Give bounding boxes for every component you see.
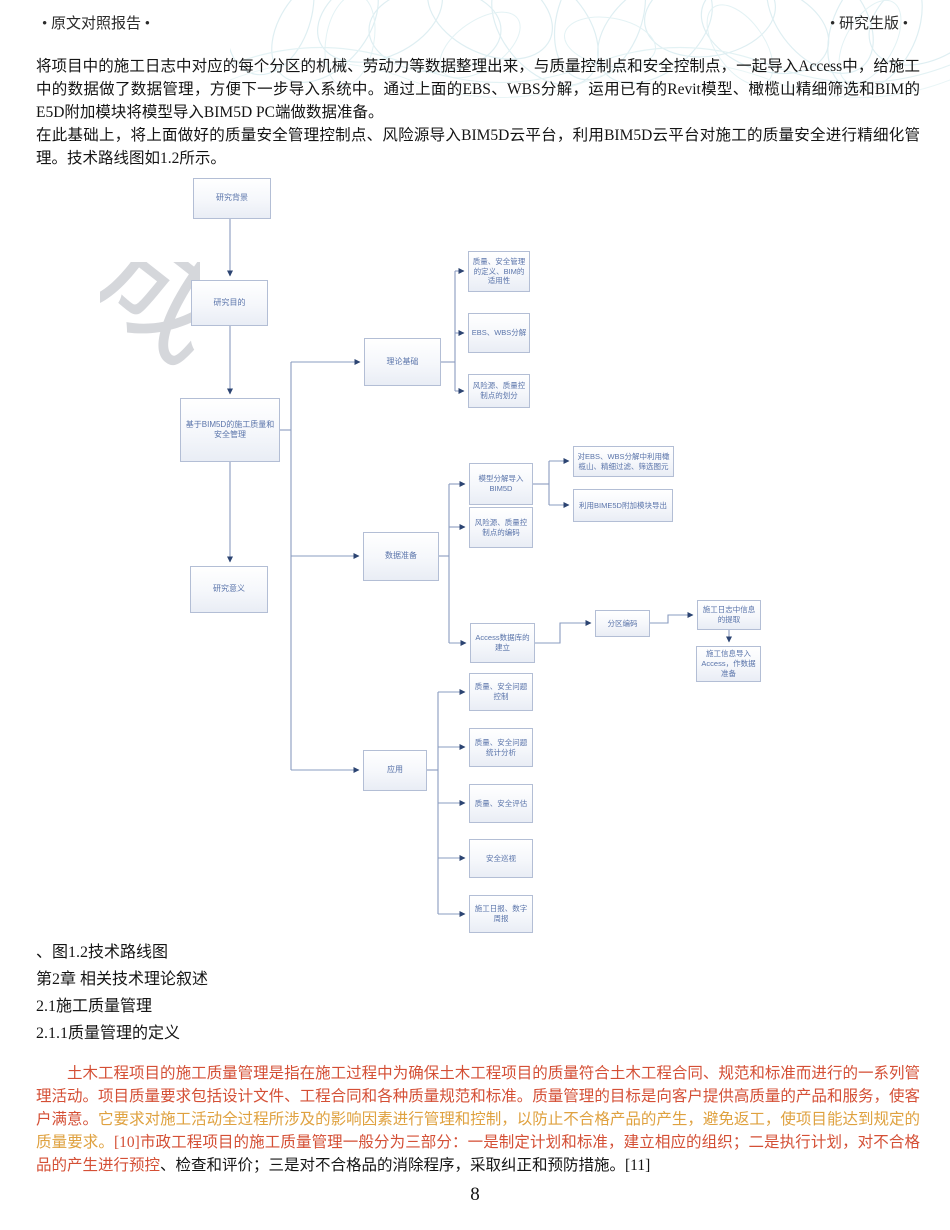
flow-node-bim5d-quality-safety: 基于BIM5D的施工质量和安全管理 bbox=[180, 398, 280, 462]
flow-node-quality-safety-control: 质量、安全问题控制 bbox=[469, 673, 533, 711]
flow-node-risk-control-coding: 风险源、质量控制点的编码 bbox=[469, 507, 533, 548]
flow-node-quality-safety-definition: 质量、安全管理的定义、BIM的适用性 bbox=[468, 251, 530, 292]
section-heading: 2.1施工质量管理 bbox=[36, 998, 153, 1015]
paragraph-2: 在此基础上，将上面做好的质量安全管理控制点、风险源导入BIM5D云平台，利用BI… bbox=[36, 127, 920, 167]
similarity-orange-text: 它要求对施工活动全过程所涉及的影响因素进行管理和控制，以防止不合格产品的产生，避… bbox=[36, 1110, 920, 1151]
flow-node-construction-log-info: 施工日志中信息的提取 bbox=[697, 600, 761, 630]
flow-node-partition-coding: 分区编码 bbox=[595, 610, 650, 637]
captions-block: 、图1.2技术路线图 第2章 相关技术理论叙述 2.1施工质量管理 2.1.1质… bbox=[36, 939, 208, 1047]
flow-node-quality-safety-evaluation: 质量、安全评估 bbox=[469, 784, 533, 823]
header-right-label: • 研究生版 • bbox=[829, 16, 908, 32]
figure-caption: 、图1.2技术路线图 bbox=[36, 944, 169, 961]
chapter-heading: 第2章 相关技术理论叙述 bbox=[36, 971, 209, 988]
flow-node-application: 应用 bbox=[363, 750, 427, 791]
flow-node-data-preparation: 数据准备 bbox=[363, 532, 439, 581]
flow-node-access-database: Access数据库的建立 bbox=[470, 623, 535, 663]
flow-node-daily-weekly-report: 施工日报、数字周报 bbox=[469, 895, 533, 933]
similarity-red-text-1: 土木工程项目的施工质量管理是指在施工过程中为确保土木工程项目的质量符合土木工程合… bbox=[36, 1064, 920, 1128]
page-header: • 原文对照报告 • • 研究生版 • bbox=[42, 12, 908, 33]
plain-text-tail: 、检查和评价；三是对不合格品的消除程序，采取纠正和预防措施。[11] bbox=[160, 1156, 651, 1174]
flow-node-research-significance: 研究意义 bbox=[190, 566, 268, 613]
flow-node-research-purpose: 研究目的 bbox=[191, 280, 268, 326]
flow-node-bime5d-export: 利用BIME5D附加模块导出 bbox=[573, 489, 673, 522]
flow-node-theory-basis: 理论基础 bbox=[364, 338, 441, 386]
similarity-red-text-2: [10]市政工程项目的施工质量管理一般分为三部分：一是制定计划和标准，建立相应的… bbox=[36, 1133, 920, 1174]
flow-node-model-import-bim5d: 模型分解导入BIM5D bbox=[469, 463, 533, 505]
flow-node-risk-source-division: 风险源、质量控制点的划分 bbox=[468, 374, 530, 408]
flow-node-ganlanshan-filter: 对EBS、WBS分解中利用橄榄山、精细过滤、筛选图元 bbox=[573, 446, 674, 477]
flow-node-quality-safety-statistics: 质量、安全问题统计分析 bbox=[469, 728, 533, 767]
flow-node-research-background: 研究背景 bbox=[193, 178, 271, 219]
flow-node-import-access-prepare: 施工信息导入Access，作数据准备 bbox=[696, 646, 761, 682]
flow-node-safety-inspection: 安全巡视 bbox=[469, 839, 533, 878]
header-left-label: • 原文对照报告 • bbox=[42, 16, 151, 32]
page-number: 8 bbox=[470, 1184, 480, 1205]
quality-definition-paragraph: 土木工程项目的施工质量管理是指在施工过程中为确保土木工程项目的质量符合土木工程合… bbox=[36, 1062, 920, 1177]
flow-node-ebs-wbs: EBS、WBS分解 bbox=[468, 313, 530, 353]
subsection-heading: 2.1.1质量管理的定义 bbox=[36, 1025, 181, 1042]
